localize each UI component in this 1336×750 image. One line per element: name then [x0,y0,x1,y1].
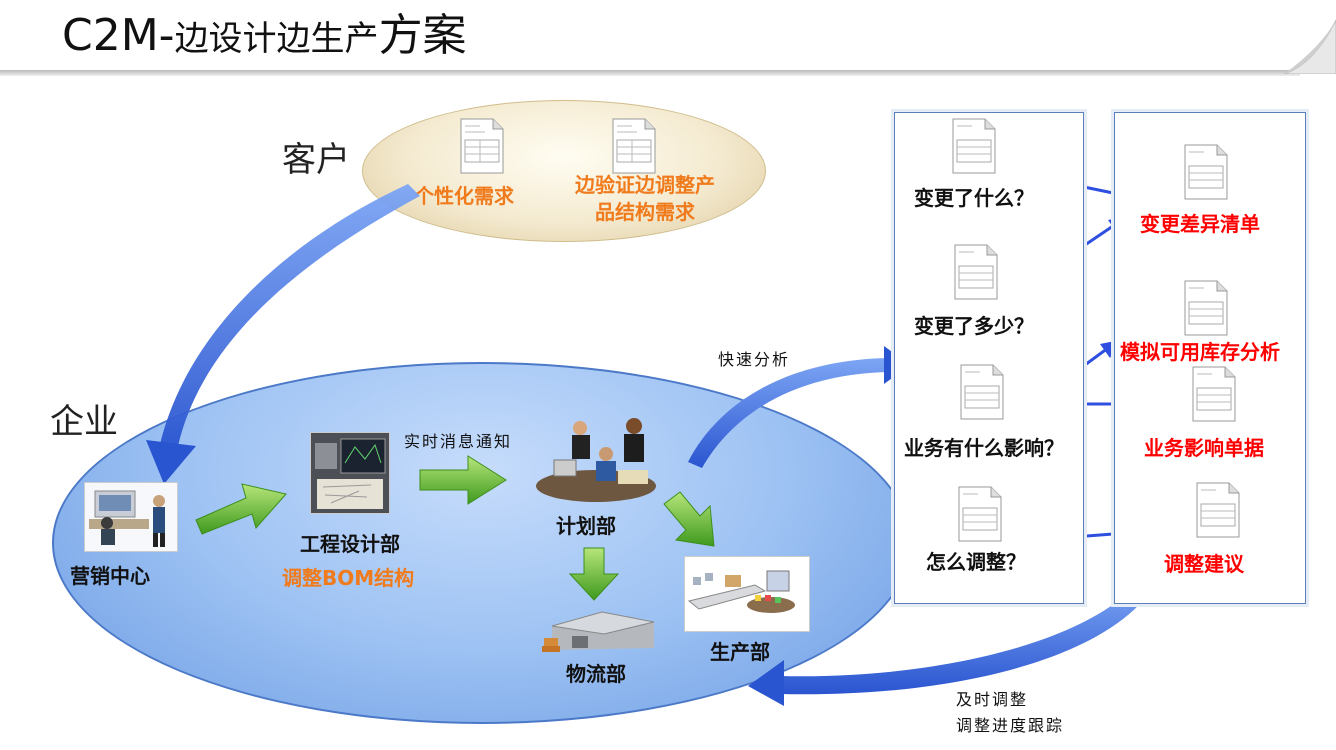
document-icon [954,244,998,300]
title-divider [0,70,1300,76]
realtime-notice-note: 实时消息通知 [404,432,513,451]
document-icon [952,118,996,174]
title-main: C2M- [62,10,175,61]
question-what-changed: 变更了什么？ [914,186,1034,210]
document-icon [1196,482,1240,538]
question-how-adjust: 怎么调整？ [926,550,1026,574]
engineering-sub-label: 调整BOM结构 [282,566,415,590]
title-mid: 边设计边生产 [174,19,379,59]
question-business-impact: 业务有什么影响？ [904,436,1064,460]
output-adjust-suggestion: 调整建议 [1164,552,1244,576]
customer-need-personalized: 个性化需求 [414,184,514,208]
output-inventory-simulation: 模拟可用库存分析 [1120,340,1280,364]
title-end: 方案 [378,10,467,61]
output-impact-documents: 业务影响单据 [1144,436,1264,460]
customer-label: 客户 [282,140,350,180]
production-line-image [684,556,810,632]
output-change-diff-list: 变更差异清单 [1140,212,1260,236]
engineering-label: 工程设计部 [300,532,400,556]
planning-team-image [536,418,656,502]
document-icon [460,118,504,174]
sales-office-image [84,482,178,552]
document-icon [612,118,656,174]
adjust-note-line2: 调整进度跟踪 [956,716,1065,735]
document-icon [1184,144,1228,200]
title-bar: C2M-边设计边生产方案 [0,0,1336,78]
adjust-note-line1: 及时调整 [956,690,1029,709]
document-icon [958,486,1002,542]
production-label: 生产部 [710,640,770,664]
planning-label: 计划部 [556,514,616,538]
document-icon [960,364,1004,420]
customer-ellipse [362,100,766,242]
enterprise-ellipse [52,362,912,724]
document-icon [1184,280,1228,336]
logistics-label: 物流部 [566,662,626,686]
warehouse-image [542,611,655,652]
engineering-image [310,432,390,514]
customer-need-structure-line2: 品结构需求 [595,200,695,224]
document-icon [1192,366,1236,422]
question-how-much: 变更了多少？ [914,314,1034,338]
customer-need-structure: 边验证边调整产 品结构需求 [560,172,730,226]
fast-analysis-note: 快速分析 [718,350,791,369]
customer-need-structure-line1: 边验证边调整产 [575,173,715,197]
page-title: C2M-边设计边生产方案 [62,10,467,65]
page-curl-icon [1283,19,1336,74]
sales-center-label: 营销中心 [70,564,150,588]
enterprise-label: 企业 [50,402,118,442]
